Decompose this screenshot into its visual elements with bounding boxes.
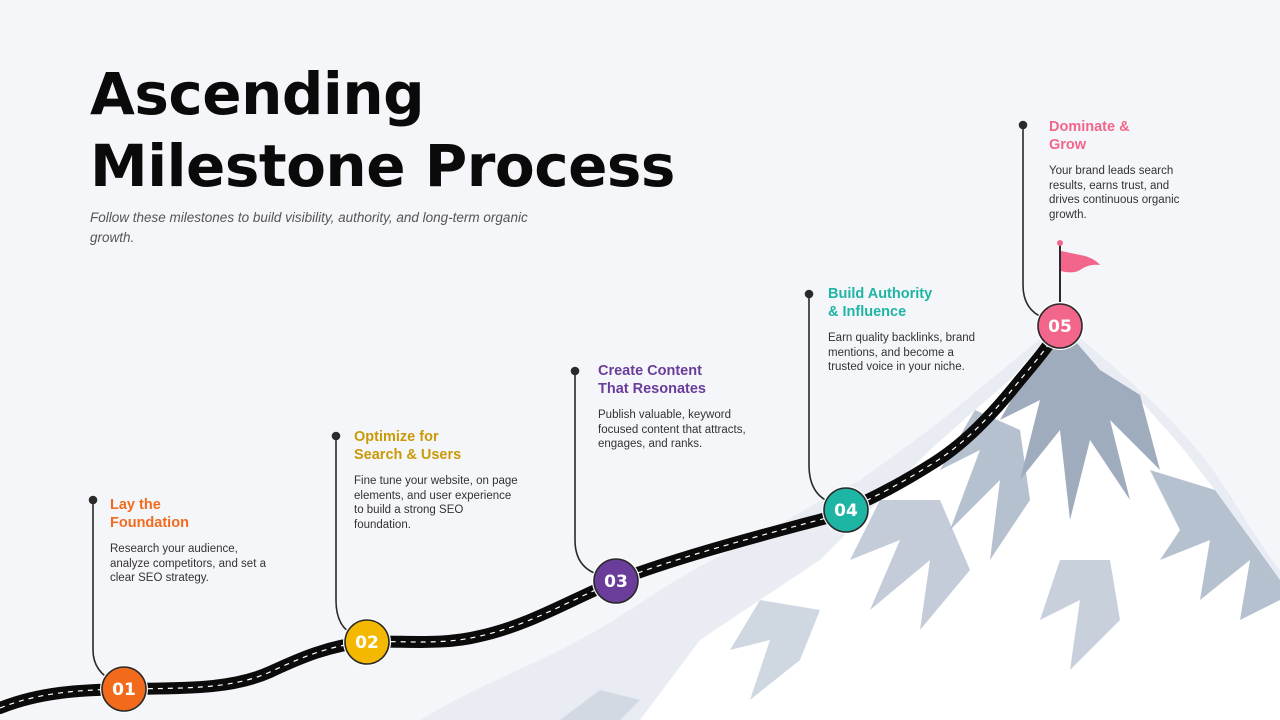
connector-03 <box>574 371 601 576</box>
step-02-description: Fine tune your website, on page elements… <box>354 475 518 531</box>
step-01: Lay the Foundation Research your audienc… <box>110 496 270 586</box>
step-03-description: Publish valuable, keyword focused conten… <box>598 409 746 451</box>
step-02: Optimize for Search & Users Fine tune yo… <box>354 428 522 532</box>
step-02-title-line-1: Optimize for <box>354 429 439 445</box>
page-title: Ascending Milestone Process <box>90 58 675 202</box>
connector-dot-05 <box>1018 120 1028 130</box>
milestone-number-03: 03 <box>604 572 628 592</box>
step-04: Build Authority & Influence Earn quality… <box>828 285 978 375</box>
page-title-line-1: Ascending <box>90 60 425 128</box>
step-03: Create Content That Resonates Publish va… <box>598 362 763 452</box>
flag-icon <box>1057 240 1100 302</box>
page-subtitle: Follow these milestones to build visibil… <box>90 210 528 245</box>
milestone-number-02: 02 <box>355 633 379 653</box>
milestone-node-04[interactable]: 04 <box>822 486 870 534</box>
milestone-number-01: 01 <box>112 680 136 700</box>
connector-dot-01 <box>88 495 98 505</box>
step-04-title-line-1: Build Authority <box>828 286 933 302</box>
milestone-node-05[interactable]: 05 <box>1036 302 1084 350</box>
step-05-title-line-1: Dominate & <box>1049 119 1130 135</box>
connector-dot-04 <box>804 289 814 299</box>
step-04-title: Build Authority & Influence <box>828 285 978 321</box>
step-05-title: Dominate & Grow <box>1049 118 1199 154</box>
step-05-description: Your brand leads search results, earns t… <box>1049 165 1180 221</box>
step-01-description: Research your audience, analyze competit… <box>110 543 266 585</box>
step-01-title: Lay the Foundation <box>110 496 270 532</box>
step-03-title-line-2: That Resonates <box>598 381 706 397</box>
step-03-title-line-1: Create Content <box>598 363 702 379</box>
connector-dot-02 <box>331 431 341 441</box>
step-01-title-line-2: Foundation <box>110 515 189 531</box>
page-title-line-2: Milestone Process <box>90 132 675 200</box>
milestone-node-02[interactable]: 02 <box>343 618 391 666</box>
road-path <box>0 320 1066 714</box>
milestone-number-05: 05 <box>1048 317 1072 337</box>
step-02-title-line-2: Search & Users <box>354 447 462 463</box>
step-05-title-line-2: Grow <box>1049 137 1087 153</box>
step-04-description: Earn quality backlinks, brand mentions, … <box>828 332 976 374</box>
milestone-node-03[interactable]: 03 <box>592 557 640 605</box>
milestone-number-04: 04 <box>834 501 858 521</box>
step-01-title-line-1: Lay the <box>110 497 161 513</box>
step-02-title: Optimize for Search & Users <box>354 428 522 464</box>
connector-dot-03 <box>570 366 580 376</box>
milestone-node-01[interactable]: 01 <box>100 665 148 713</box>
connector-05 <box>1022 125 1045 319</box>
step-05: Dominate & Grow Your brand leads search … <box>1049 118 1199 222</box>
step-03-title: Create Content That Resonates <box>598 362 763 398</box>
step-04-title-line-2: & Influence <box>828 304 907 320</box>
